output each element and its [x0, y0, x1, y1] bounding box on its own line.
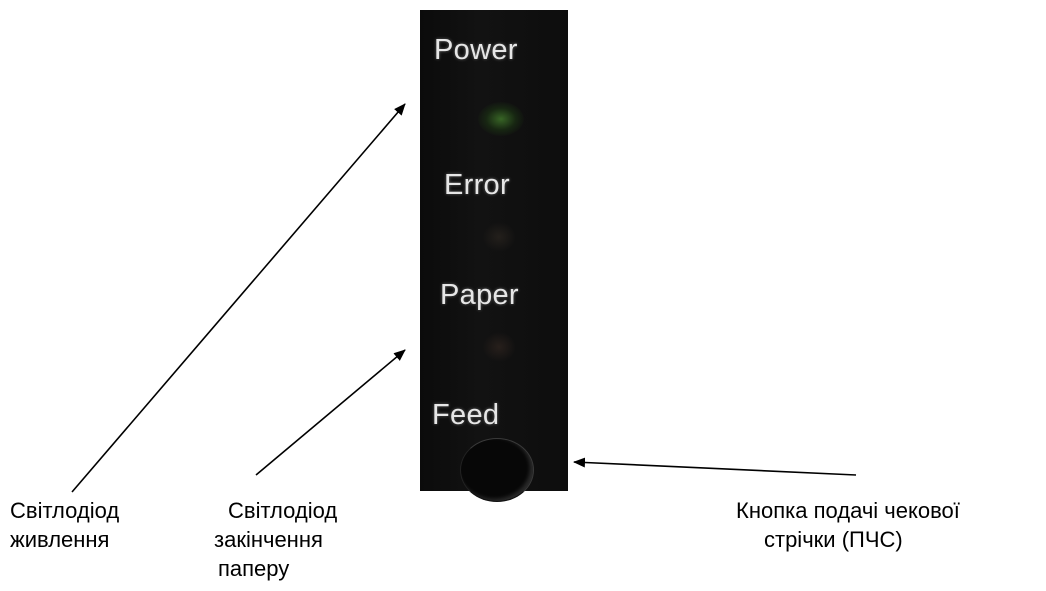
- paper-led-arrow: [255, 349, 406, 476]
- caption-line: Світлодіод: [228, 498, 338, 523]
- paper-led-caption: Світлодіод закінчення паперу: [214, 496, 337, 583]
- feed-button[interactable]: [460, 438, 534, 502]
- caption-line: паперу: [218, 556, 290, 581]
- printer-control-panel-photo: Power Error Paper Feed: [420, 10, 568, 502]
- caption-line: Світлодіод: [10, 498, 120, 523]
- caption-line: Кнопка подачі чекової: [736, 498, 960, 523]
- error-label: Error: [444, 169, 510, 201]
- error-led: [482, 222, 516, 252]
- paper-led: [482, 332, 516, 362]
- power-label: Power: [434, 34, 518, 66]
- caption-line: живлення: [10, 527, 110, 552]
- power-led: [478, 102, 524, 136]
- feed-label: Feed: [432, 399, 500, 431]
- caption-line: закінчення: [214, 527, 323, 552]
- power-led-caption: Світлодіод живлення: [10, 496, 119, 554]
- feed-button-caption: Кнопка подачі чекової стрічки (ПЧС): [736, 496, 960, 554]
- caption-line: стрічки (ПЧС): [764, 527, 903, 552]
- feed-button-arrow: [573, 457, 857, 476]
- power-led-arrow: [71, 103, 406, 493]
- paper-label: Paper: [440, 279, 519, 311]
